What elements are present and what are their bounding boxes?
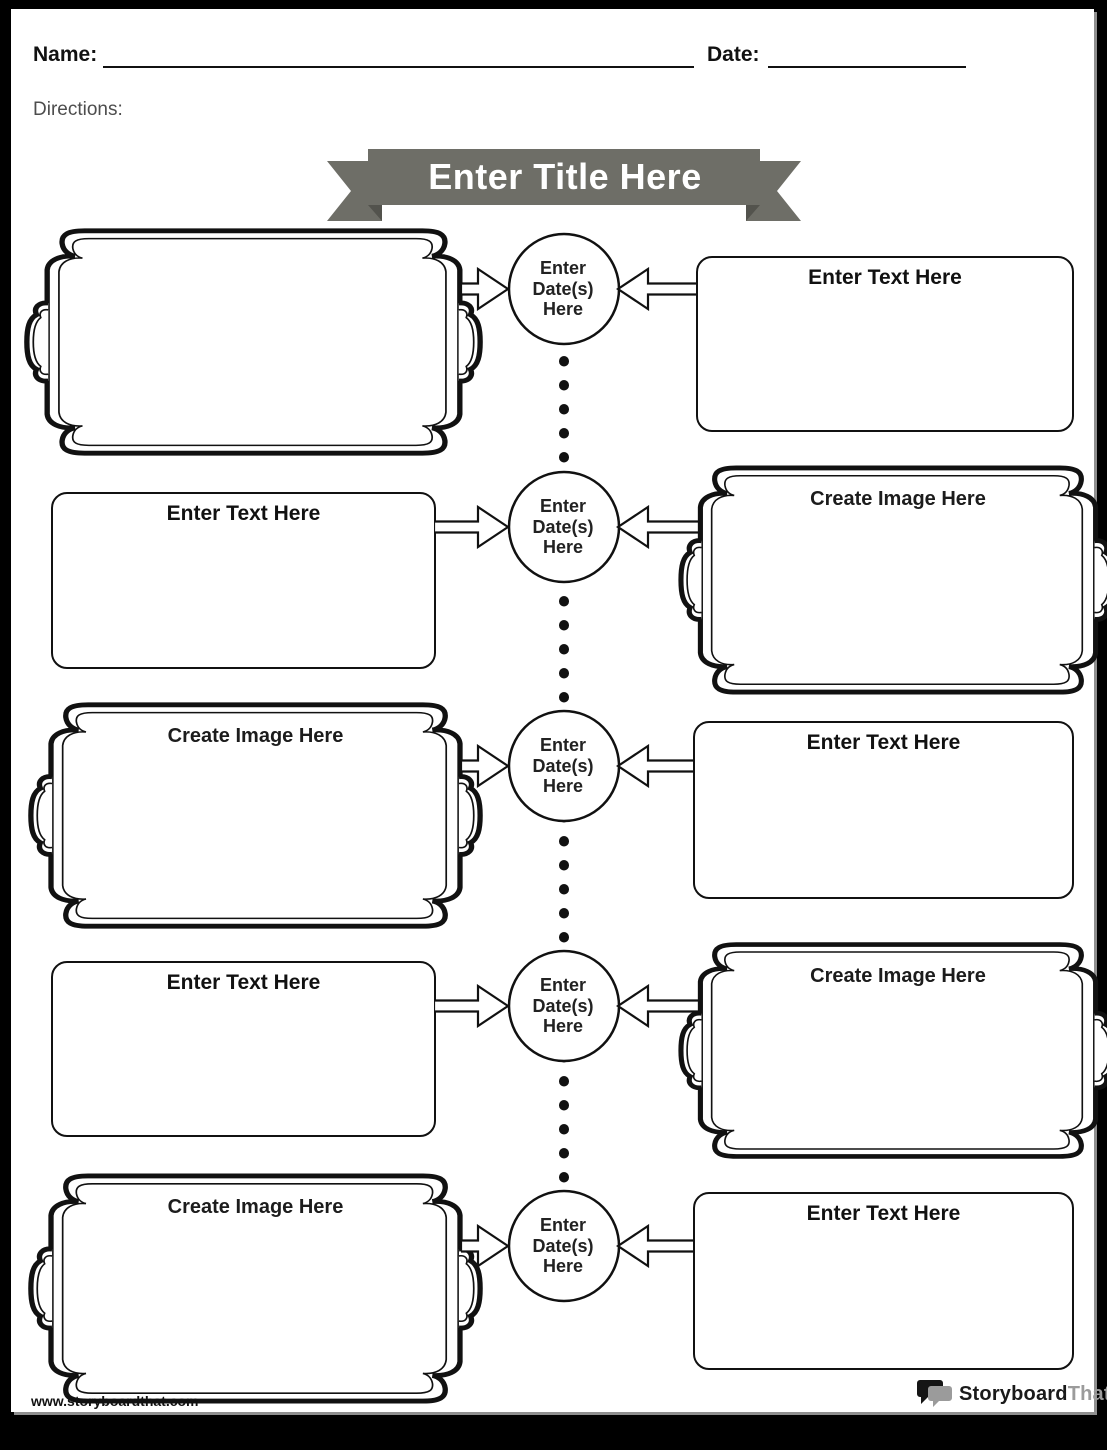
arrow-right-icon bbox=[461, 744, 510, 788]
image-frame-label: Create Image Here bbox=[167, 725, 344, 747]
date-line: Enter bbox=[539, 974, 586, 995]
name-label: Name: bbox=[33, 43, 98, 66]
date-line: Here bbox=[542, 776, 584, 797]
name-input-line[interactable] bbox=[103, 46, 694, 68]
arrow-right-icon bbox=[461, 267, 510, 311]
worksheet-page: Name: Date: Directions: Enter Title Here bbox=[11, 9, 1107, 1412]
text-box[interactable]: Enter Text Here bbox=[693, 721, 1074, 899]
title-banner-ribbon bbox=[327, 149, 801, 221]
date-circle-text[interactable]: Enter Date(s) Here bbox=[503, 495, 623, 559]
date-line: Date(s) bbox=[532, 278, 594, 299]
logo-text-that: That bbox=[1067, 1382, 1107, 1405]
image-frame[interactable]: Create Image Here bbox=[33, 1170, 478, 1407]
date-line: Enter bbox=[539, 734, 586, 755]
image-frame[interactable]: Create Image Here bbox=[683, 462, 1107, 698]
text-box[interactable]: Enter Text Here bbox=[51, 961, 436, 1137]
website-url: www.storyboardthat.com bbox=[31, 1393, 199, 1409]
image-frame[interactable]: Create Image Here bbox=[33, 699, 478, 932]
storyboardthat-logo: StoryboardThat bbox=[917, 1378, 1107, 1410]
date-circle-text[interactable]: Enter Date(s) Here bbox=[503, 974, 623, 1038]
date-line: Here bbox=[542, 299, 584, 320]
date-input-line[interactable] bbox=[768, 46, 966, 68]
speech-bubbles-icon bbox=[917, 1380, 952, 1407]
arrow-left-icon bbox=[616, 1224, 695, 1268]
date-circle-text[interactable]: Enter Date(s) Here bbox=[503, 734, 623, 798]
text-box-title: Enter Text Here bbox=[806, 1202, 961, 1225]
arrow-left-icon bbox=[616, 984, 703, 1028]
arrow-right-icon bbox=[434, 505, 510, 549]
text-box[interactable]: Enter Text Here bbox=[693, 1192, 1074, 1370]
text-box[interactable]: Enter Text Here bbox=[51, 492, 436, 669]
date-line: Enter bbox=[539, 257, 586, 278]
logo-text-storyboard: Storyboard bbox=[959, 1382, 1068, 1405]
date-line: Date(s) bbox=[532, 516, 594, 537]
date-label: Date: bbox=[707, 43, 760, 66]
date-line: Date(s) bbox=[532, 995, 594, 1016]
text-box[interactable]: Enter Text Here bbox=[696, 256, 1074, 432]
date-line: Here bbox=[542, 1016, 584, 1037]
image-frame-label: Create Image Here bbox=[810, 488, 986, 510]
directions-label: Directions: bbox=[33, 99, 123, 120]
text-box-title: Enter Text Here bbox=[166, 971, 321, 994]
arrow-left-icon bbox=[616, 267, 698, 311]
ornate-frame-graphic bbox=[29, 225, 478, 459]
arrow-left-icon bbox=[616, 744, 697, 788]
text-box-title: Enter Text Here bbox=[806, 731, 961, 754]
image-frame[interactable]: Create Image Here bbox=[683, 939, 1107, 1162]
date-line: Here bbox=[542, 537, 584, 558]
image-frame[interactable] bbox=[29, 225, 478, 459]
image-frame-label: Create Image Here bbox=[810, 965, 986, 987]
arrow-right-icon bbox=[434, 984, 510, 1028]
date-circle-text[interactable]: Enter Date(s) Here bbox=[503, 257, 623, 321]
arrow-right-icon bbox=[461, 1224, 510, 1268]
image-frame-label: Create Image Here bbox=[167, 1196, 344, 1218]
timeline-spine bbox=[507, 232, 621, 1303]
date-line: Here bbox=[542, 1256, 584, 1277]
arrow-left-icon bbox=[616, 505, 703, 549]
date-circle-text[interactable]: Enter Date(s) Here bbox=[503, 1214, 623, 1278]
text-box-title: Enter Text Here bbox=[166, 502, 321, 525]
date-line: Enter bbox=[539, 495, 586, 516]
date-line: Enter bbox=[539, 1214, 586, 1235]
date-line: Date(s) bbox=[532, 755, 594, 776]
title-banner-text[interactable]: Enter Title Here bbox=[428, 156, 702, 197]
text-box-title: Enter Text Here bbox=[808, 266, 962, 289]
date-line: Date(s) bbox=[532, 1235, 594, 1256]
